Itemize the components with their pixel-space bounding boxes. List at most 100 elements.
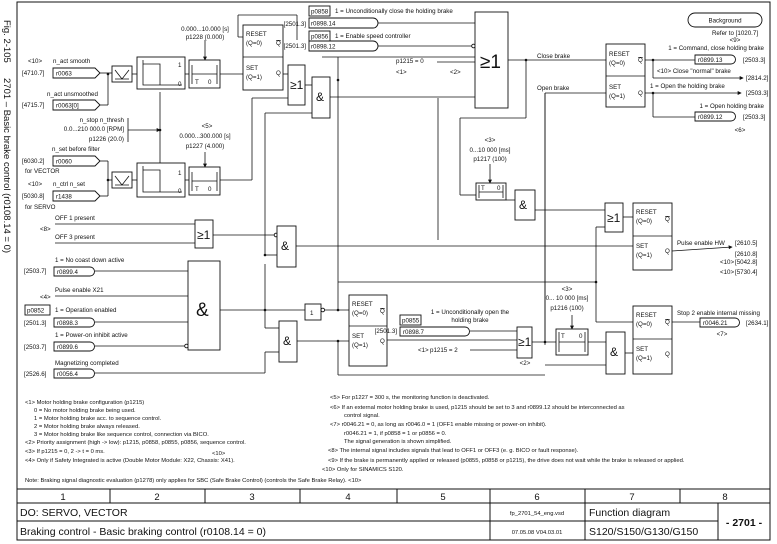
- signal-connector-r0898-7: [399, 326, 470, 337]
- ref-5730-4: [5730.4]: [735, 269, 758, 276]
- or-gate-symbol: ≥1: [197, 228, 211, 242]
- q-bar-label: Q: [638, 57, 643, 64]
- note-line: <9> If the brake is permanently applied …: [328, 458, 685, 464]
- param-p1226[interactable]: p1226 (20.0): [89, 136, 124, 143]
- note-3: <3>: [562, 286, 573, 293]
- background-label[interactable]: Background: [708, 18, 742, 25]
- rs-flipflop: [242, 24, 284, 91]
- column-number: 8: [722, 492, 727, 503]
- timer-t: T: [195, 186, 199, 193]
- signal-connector-r0060: [52, 155, 101, 167]
- threshold-comparator: [136, 162, 186, 198]
- param-r0899-4[interactable]: r0899.4: [57, 269, 79, 276]
- ref-2503-3: [2503.3]: [743, 114, 766, 121]
- comparator-low: 0: [178, 81, 182, 88]
- note-3: <3>: [485, 137, 496, 144]
- diagram-frame: [16, 1, 771, 541]
- param-box-p0855: [399, 314, 422, 326]
- note-2: <2>: [520, 360, 531, 367]
- note-line: <10>: [212, 451, 226, 457]
- pulse-enable-hw-label: Pulse enable HW: [677, 240, 725, 247]
- param-r0898-12[interactable]: r0898.12: [311, 44, 336, 51]
- timer-t: T: [195, 79, 199, 86]
- absolute-value-icon: [114, 175, 130, 186]
- param-r0046-21[interactable]: r0046.21: [703, 320, 728, 327]
- signal-connector-r0056-4: [53, 368, 95, 379]
- signal-connector-r0899-4: [53, 266, 95, 277]
- note-line: <6> If an external motor holding brake i…: [330, 405, 625, 411]
- param-r0899-12[interactable]: r0899.12: [698, 114, 723, 121]
- not-gate: [304, 303, 322, 321]
- ref-4715-7: [4715.7]: [22, 102, 45, 109]
- signal-connector-r0898-3: [53, 317, 95, 328]
- column-number: 6: [534, 492, 539, 503]
- open-brake-out-label: 1 = Open the holding brake: [650, 83, 725, 90]
- column-number: 4: [345, 492, 350, 503]
- param-p0855[interactable]: p0855: [402, 318, 420, 325]
- p1215-eq-2[interactable]: p1215 = 2: [430, 347, 458, 354]
- param-r0063-0[interactable]: r0063[0]: [56, 103, 79, 110]
- param-r1438[interactable]: r1438: [56, 194, 72, 201]
- comparator-low: 0: [178, 188, 182, 195]
- signal-connector-r1438: [52, 190, 101, 202]
- reset-q-label: (Q=0): [636, 321, 652, 328]
- param-p0852[interactable]: p0852: [27, 308, 45, 315]
- reset-label: RESET: [352, 301, 373, 308]
- set-label: SET: [609, 84, 621, 91]
- n-act-smooth-label: n_act smooth: [53, 58, 91, 65]
- and-gate-symbol: &: [610, 345, 618, 359]
- note-1: <1>: [396, 69, 407, 76]
- param-p1228[interactable]: p1228 (0.000): [186, 34, 225, 41]
- param-box-p0858: [308, 5, 331, 17]
- n-set-label: n_set before filter: [52, 146, 100, 153]
- and-gate: [276, 225, 297, 268]
- param-r0899-13[interactable]: r0899.13: [698, 57, 723, 64]
- q-label: Q: [665, 351, 670, 358]
- param-r0056-4[interactable]: r0056.4: [57, 371, 79, 378]
- off1-present-label: OFF 1 present: [55, 215, 95, 222]
- background-button[interactable]: [687, 12, 763, 28]
- ref-5030-8: [5030.8]: [22, 193, 45, 200]
- param-r0899-6[interactable]: r0899.6: [57, 344, 79, 351]
- and-gate: [278, 320, 298, 363]
- param-r0063[interactable]: r0063: [56, 71, 72, 78]
- param-p1217[interactable]: p1217 (100): [473, 156, 506, 163]
- pulse-enable-flipflop: [632, 202, 673, 271]
- note-line: <3> If p1215 = 0, 2 -> t = 0 ms.: [25, 449, 105, 455]
- or-gate-symbol: ≥1: [290, 78, 304, 92]
- param-p1216[interactable]: p1216 (100): [550, 305, 583, 312]
- comparator-high: 1: [178, 62, 182, 69]
- priority-or-gate: [474, 11, 509, 109]
- version-date: 07.05.08 V04.03.01: [512, 530, 563, 536]
- set-q-label: (Q=1): [246, 74, 262, 81]
- inverter-bubble: [320, 307, 326, 313]
- notes-right: <5> For p1227 = 300 s, the monitoring fu…: [322, 395, 685, 473]
- drive-object-label: DO: SERVO, VECTOR: [20, 507, 128, 519]
- or-gate: [194, 219, 214, 249]
- power-on-inhibit-label: 1 = Power-on inhibit active: [55, 332, 128, 339]
- param-box-p0852: [24, 304, 51, 316]
- ref-2814-2: [2814.2]: [746, 75, 769, 82]
- hysteresis-icon: [142, 166, 182, 193]
- reset-label: RESET: [246, 31, 267, 38]
- param-p0858[interactable]: p0858: [311, 9, 329, 16]
- param-p1227[interactable]: p1227 (4.000): [186, 143, 225, 150]
- p1215-eq-0[interactable]: p1215 = 0: [396, 58, 424, 65]
- notes-left: <1> Motor holding brake configuration (p…: [25, 400, 246, 464]
- note-2: <2>: [450, 69, 461, 76]
- note-8: <8>: [40, 226, 51, 233]
- note-10: <10>: [28, 58, 42, 65]
- q-bar-label: Q: [665, 216, 670, 223]
- param-r0898-7[interactable]: r0898.7: [403, 329, 425, 336]
- reset-q-label: (Q=0): [352, 310, 368, 317]
- column-number: 1: [60, 492, 65, 503]
- param-r0898-14[interactable]: r0898.14: [311, 21, 336, 28]
- and-gate-symbol: &: [196, 300, 209, 321]
- set-q-label: (Q=1): [352, 342, 368, 349]
- comparator-high: 1: [178, 170, 182, 177]
- param-r0898-3[interactable]: r0898.3: [57, 320, 79, 327]
- param-r0060[interactable]: r0060: [56, 159, 72, 166]
- and-gate-symbol: &: [281, 239, 289, 253]
- reset-q-label: (Q=0): [246, 40, 262, 47]
- param-p0856[interactable]: p0856: [311, 34, 329, 41]
